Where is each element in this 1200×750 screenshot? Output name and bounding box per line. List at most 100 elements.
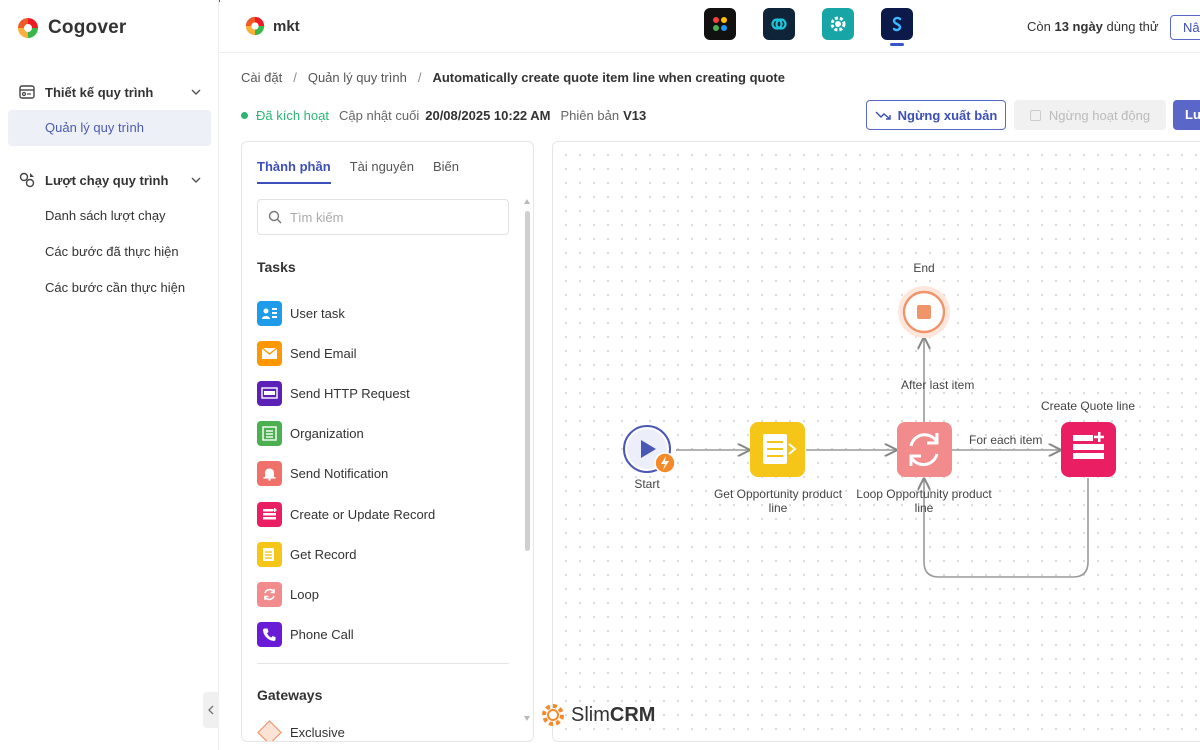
task-loop[interactable]: Loop bbox=[257, 574, 435, 614]
nav-group-process-runs: Lượt chạy quy trình Danh sách lượt chạy … bbox=[8, 162, 211, 306]
task-label: Send Notification bbox=[290, 466, 389, 482]
task-label: Send Email bbox=[290, 345, 357, 361]
slim-app-icon[interactable] bbox=[876, 4, 918, 46]
deactivate-checkbox bbox=[1029, 109, 1041, 121]
search-icon bbox=[268, 210, 282, 224]
node-get-record[interactable] bbox=[750, 422, 805, 477]
flow-canvas[interactable]: Start Get Opportunity product line Loop … bbox=[552, 141, 1200, 742]
task-send-notification[interactable]: Send Notification bbox=[257, 454, 435, 494]
chevron-down-icon[interactable] bbox=[191, 87, 201, 97]
task-label: Loop bbox=[290, 586, 319, 602]
watermark-text: SlimCRM bbox=[571, 704, 655, 727]
status-badge: Đã kích hoạt bbox=[256, 108, 329, 123]
node-label-end: End bbox=[913, 261, 935, 275]
node-label-loop: Loop Opportunity product line bbox=[856, 487, 992, 515]
email-icon bbox=[257, 340, 282, 366]
deactivate-label: Ngừng hoạt động bbox=[1048, 107, 1151, 123]
node-end[interactable] bbox=[898, 286, 950, 338]
scroll-up-arrow[interactable] bbox=[524, 199, 530, 204]
node-start[interactable] bbox=[623, 425, 676, 474]
task-list: User task Send Email Send HTTP Request O… bbox=[257, 293, 435, 655]
deactivate-button[interactable]: Ngừng hoạt động bbox=[1014, 100, 1166, 130]
task-send-http-request[interactable]: Send HTTP Request bbox=[257, 373, 435, 413]
status-dot bbox=[241, 112, 248, 119]
breadcrumb-separator: / bbox=[417, 70, 422, 85]
chevron-down-icon[interactable] bbox=[191, 175, 201, 185]
sidebar-item-completed-steps[interactable]: Các bước đã thực hiện bbox=[45, 244, 179, 259]
node-create-record[interactable] bbox=[1061, 422, 1116, 477]
watermark-suffix: CRM bbox=[609, 703, 656, 726]
brand-logo[interactable]: Cogover bbox=[16, 16, 126, 40]
top-bar: mkt Còn 13 ngày bbox=[220, 0, 1200, 53]
sidebar-item-run-list[interactable]: Danh sách lượt chạy bbox=[45, 208, 166, 223]
search-input[interactable] bbox=[290, 209, 490, 225]
settings-app-icon[interactable] bbox=[822, 8, 854, 40]
trial-prefix: Còn bbox=[1027, 19, 1051, 34]
organization-icon bbox=[257, 421, 282, 447]
task-label: User task bbox=[290, 305, 345, 321]
tab-resources[interactable]: Tài nguyên bbox=[349, 159, 414, 174]
components-panel: Thành phần Tài nguyên Biến Tasks User ta… bbox=[241, 141, 534, 742]
save-button[interactable]: Lưu bbox=[1173, 100, 1200, 130]
gateway-diamond-icon bbox=[257, 720, 282, 741]
trend-down-icon bbox=[875, 111, 891, 120]
nav-group-head-process-design[interactable]: Thiết kế quy trình bbox=[8, 74, 211, 110]
gear-icon bbox=[830, 16, 846, 32]
edge-label-for-each: For each item bbox=[969, 433, 1043, 447]
workspace-switcher[interactable]: mkt bbox=[244, 15, 300, 37]
cogover-logo-icon bbox=[18, 18, 38, 38]
task-user-task[interactable]: User task bbox=[257, 293, 435, 333]
sidebar: Cogover Thiết kế quy trình Quản lý quy t… bbox=[0, 0, 219, 750]
node-loop[interactable] bbox=[897, 422, 952, 477]
nav-group-head-process-runs[interactable]: Lượt chạy quy trình bbox=[8, 162, 211, 198]
task-get-record[interactable]: Get Record bbox=[257, 534, 435, 574]
version-value: V13 bbox=[623, 108, 647, 123]
breadcrumb-process-management[interactable]: Quản lý quy trình bbox=[307, 70, 407, 85]
panel-scrollbar[interactable] bbox=[524, 198, 530, 733]
slim-glyph-icon bbox=[892, 16, 902, 32]
link-glyph-icon bbox=[771, 18, 787, 30]
unpublish-button[interactable]: Ngừng xuất bản bbox=[866, 100, 1006, 130]
process-design-icon bbox=[19, 85, 35, 99]
updated-label: Cập nhật cuối bbox=[339, 108, 420, 123]
search-box bbox=[257, 199, 509, 235]
tab-variables[interactable]: Biến bbox=[433, 159, 460, 174]
nav-group-label: Thiết kế quy trình bbox=[45, 84, 154, 100]
process-runs-icon bbox=[19, 172, 35, 188]
slimcrm-watermark: SlimCRM bbox=[540, 702, 655, 728]
edge-create-loop-return[interactable] bbox=[924, 478, 1089, 578]
task-create-update-record[interactable]: Create or Update Record bbox=[257, 494, 435, 534]
workspace-name: mkt bbox=[273, 17, 300, 35]
sidebar-item-pending-steps[interactable]: Các bước cần thực hiện bbox=[45, 280, 186, 295]
panel-tabs: Thành phần Tài nguyên Biến bbox=[257, 159, 459, 184]
gateway-exclusive[interactable]: Exclusive bbox=[257, 720, 345, 741]
upgrade-button[interactable]: Nâ bbox=[1170, 15, 1200, 40]
app-switcher bbox=[704, 4, 918, 46]
node-label-start: Start bbox=[634, 477, 660, 491]
bell-icon bbox=[257, 461, 282, 487]
app-hub-icon[interactable] bbox=[704, 8, 736, 40]
breadcrumb-settings[interactable]: Cài đặt bbox=[241, 70, 283, 85]
scroll-thumb[interactable] bbox=[525, 211, 530, 551]
sidebar-item-process-management[interactable]: Quản lý quy trình bbox=[8, 110, 211, 146]
task-send-email[interactable]: Send Email bbox=[257, 333, 435, 373]
task-label: Create or Update Record bbox=[290, 506, 436, 522]
task-phone-call[interactable]: Phone Call bbox=[257, 615, 435, 655]
version-label: Phiên bản bbox=[560, 108, 620, 123]
breadcrumb-separator: / bbox=[293, 70, 297, 85]
task-label: Get Record bbox=[290, 546, 357, 562]
sidebar-collapse-handle[interactable] bbox=[203, 692, 219, 728]
scroll-down-arrow[interactable] bbox=[524, 716, 530, 721]
process-status: Đã kích hoạt Cập nhật cuối 20/08/2025 10… bbox=[241, 108, 646, 123]
updated-value: 20/08/2025 10:22 AM bbox=[425, 108, 551, 123]
phone-icon bbox=[257, 622, 282, 648]
tab-components[interactable]: Thành phần bbox=[257, 159, 331, 184]
sun-logo-icon bbox=[542, 704, 564, 726]
task-organization[interactable]: Organization bbox=[257, 414, 435, 454]
link-app-icon[interactable] bbox=[763, 8, 795, 40]
brand-name: Cogover bbox=[48, 17, 127, 38]
edge-label-after-last: After last item bbox=[901, 378, 975, 392]
node-label-create: Create Quote line bbox=[1040, 399, 1136, 413]
task-label: Phone Call bbox=[290, 627, 354, 643]
node-label-get: Get Opportunity product line bbox=[713, 487, 843, 515]
